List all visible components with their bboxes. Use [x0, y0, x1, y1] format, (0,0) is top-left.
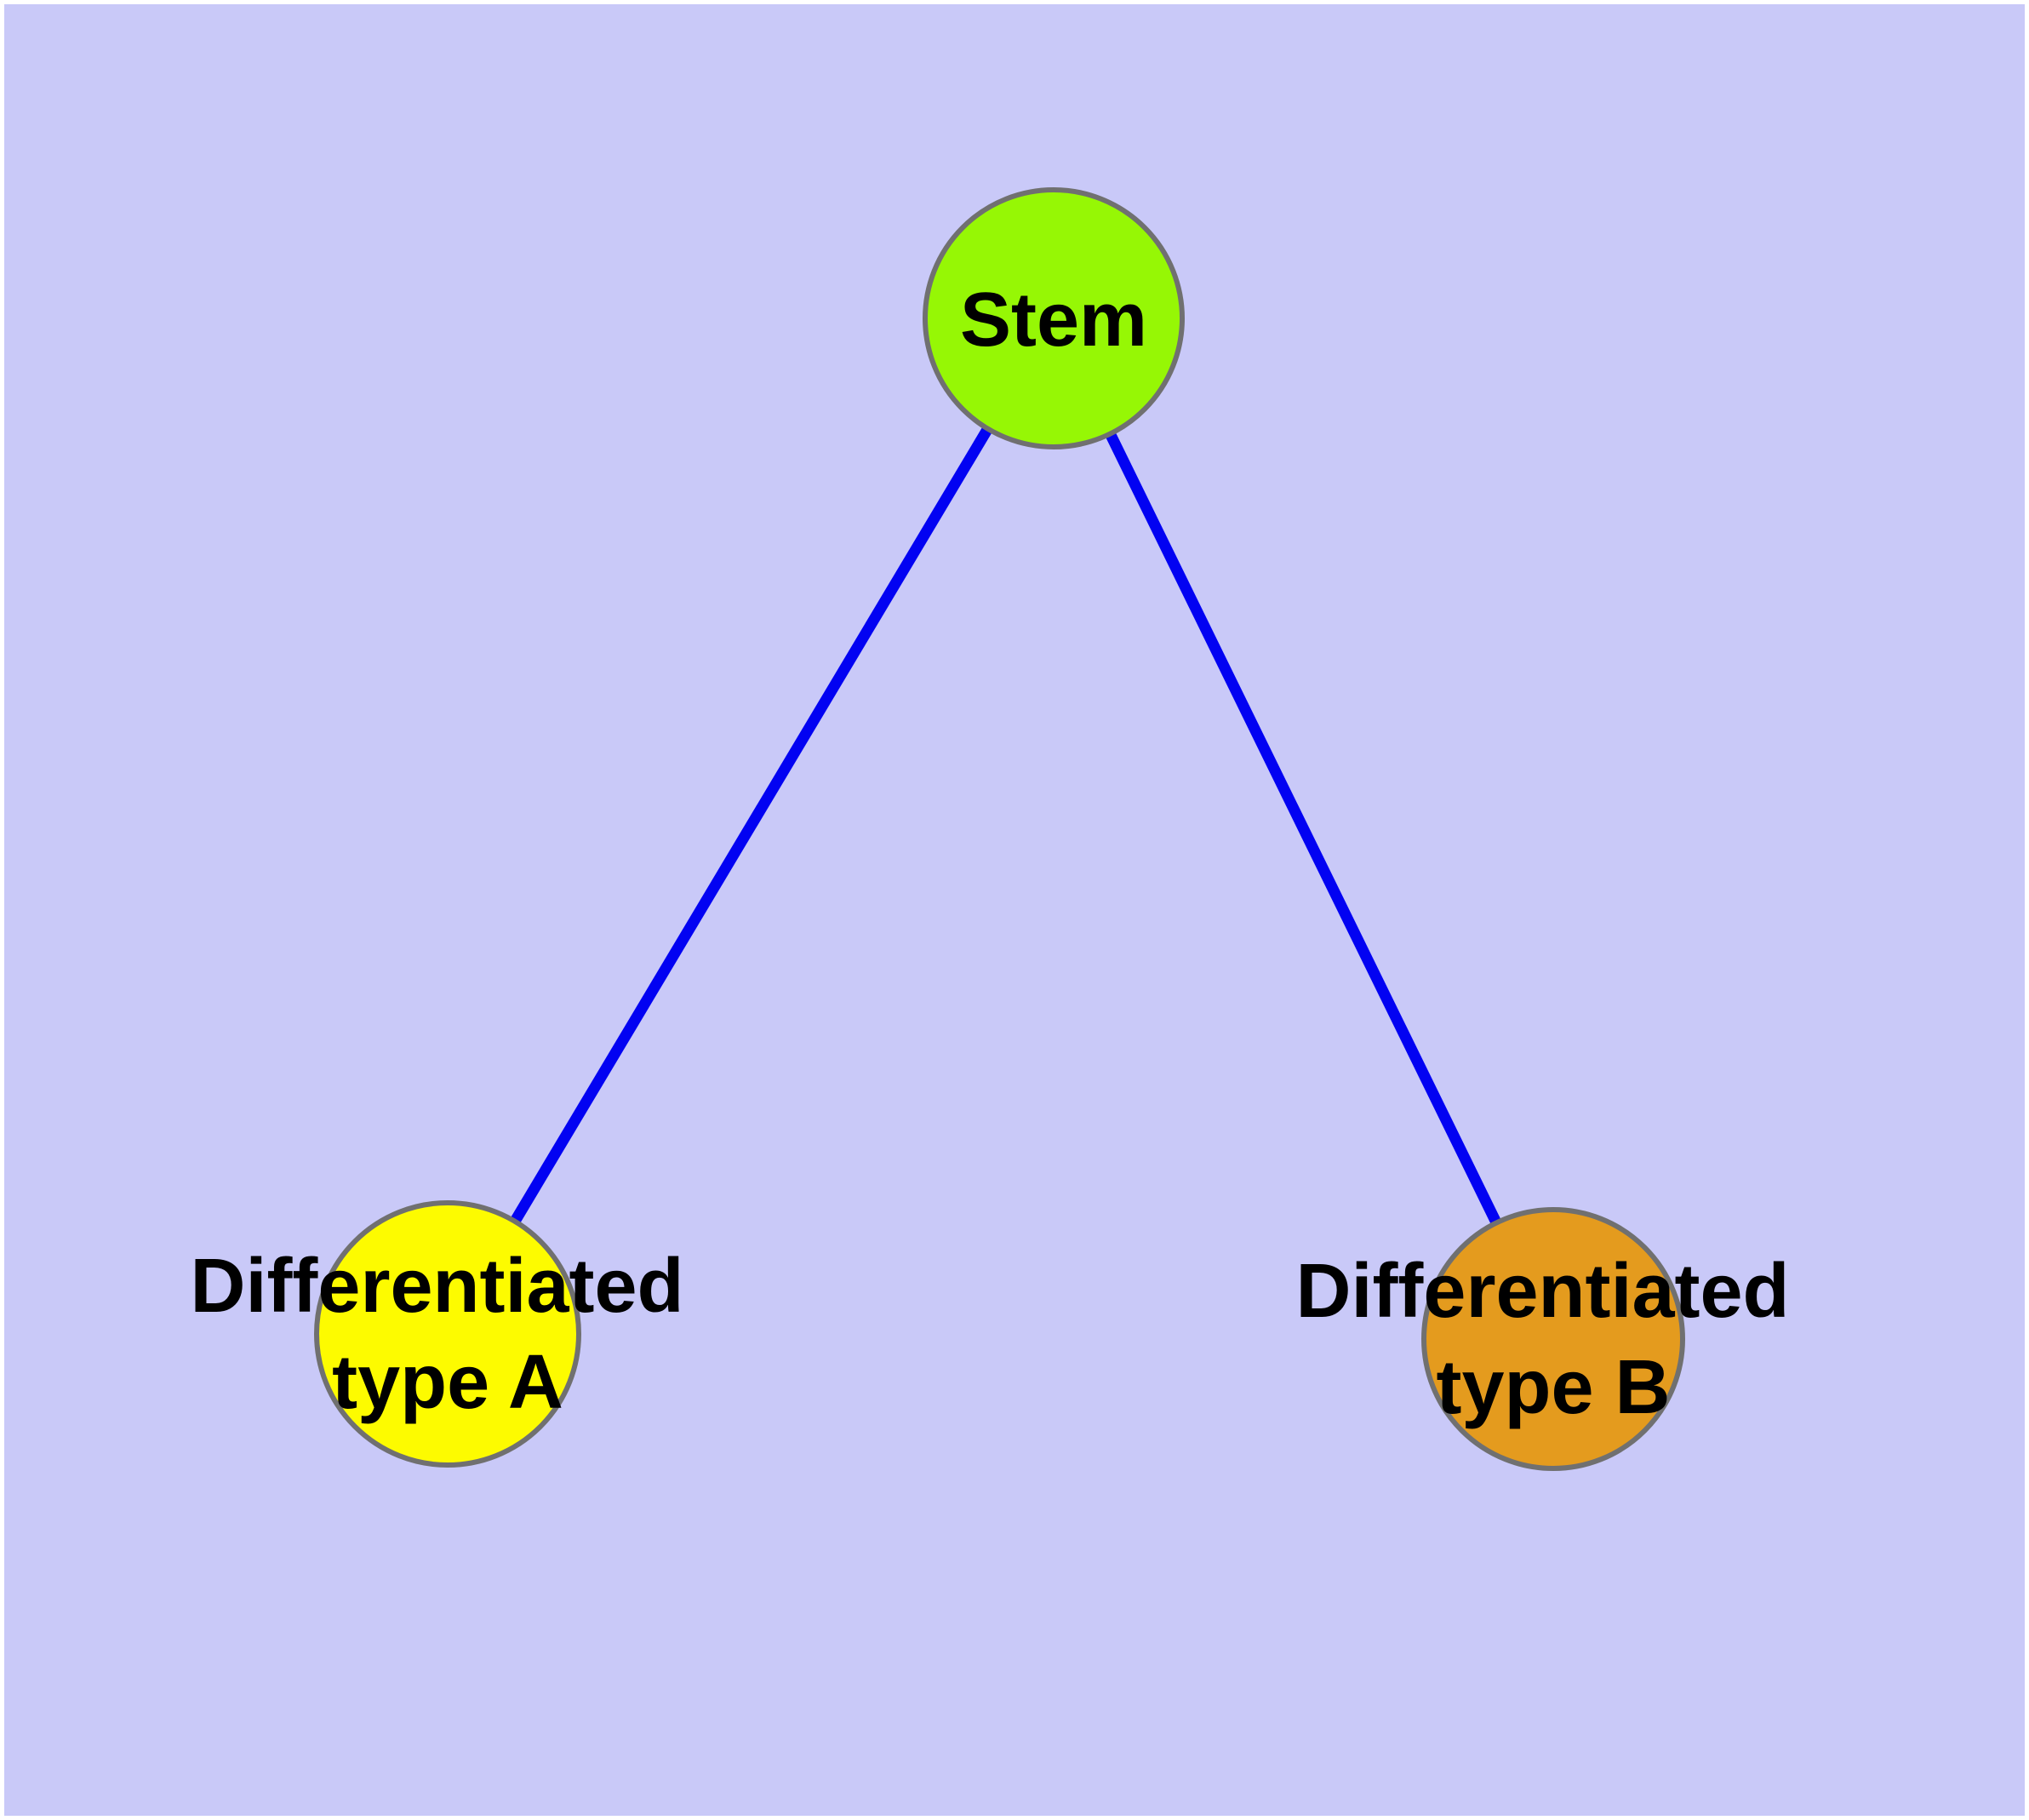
node-type-b-label-line1: Differentiated: [1295, 1249, 1789, 1334]
node-stem-label: Stem: [960, 278, 1147, 363]
node-type-b-label-line2: type B: [1436, 1345, 1670, 1430]
edge-stem-to-type-a: [443, 315, 1059, 1337]
node-type-a-label: Differentiated type A: [190, 1218, 705, 1425]
node-stem: [923, 187, 1185, 449]
edge-stem-to-type-b: [1049, 316, 1558, 1342]
node-differentiated-type-b: [1421, 1207, 1685, 1471]
node-type-a-label-line2: type A: [332, 1340, 563, 1425]
node-differentiated-type-a: [314, 1200, 581, 1468]
node-type-a-label-line1: Differentiated: [190, 1244, 683, 1329]
node-type-b-label: Differentiated type B: [1295, 1223, 1810, 1430]
